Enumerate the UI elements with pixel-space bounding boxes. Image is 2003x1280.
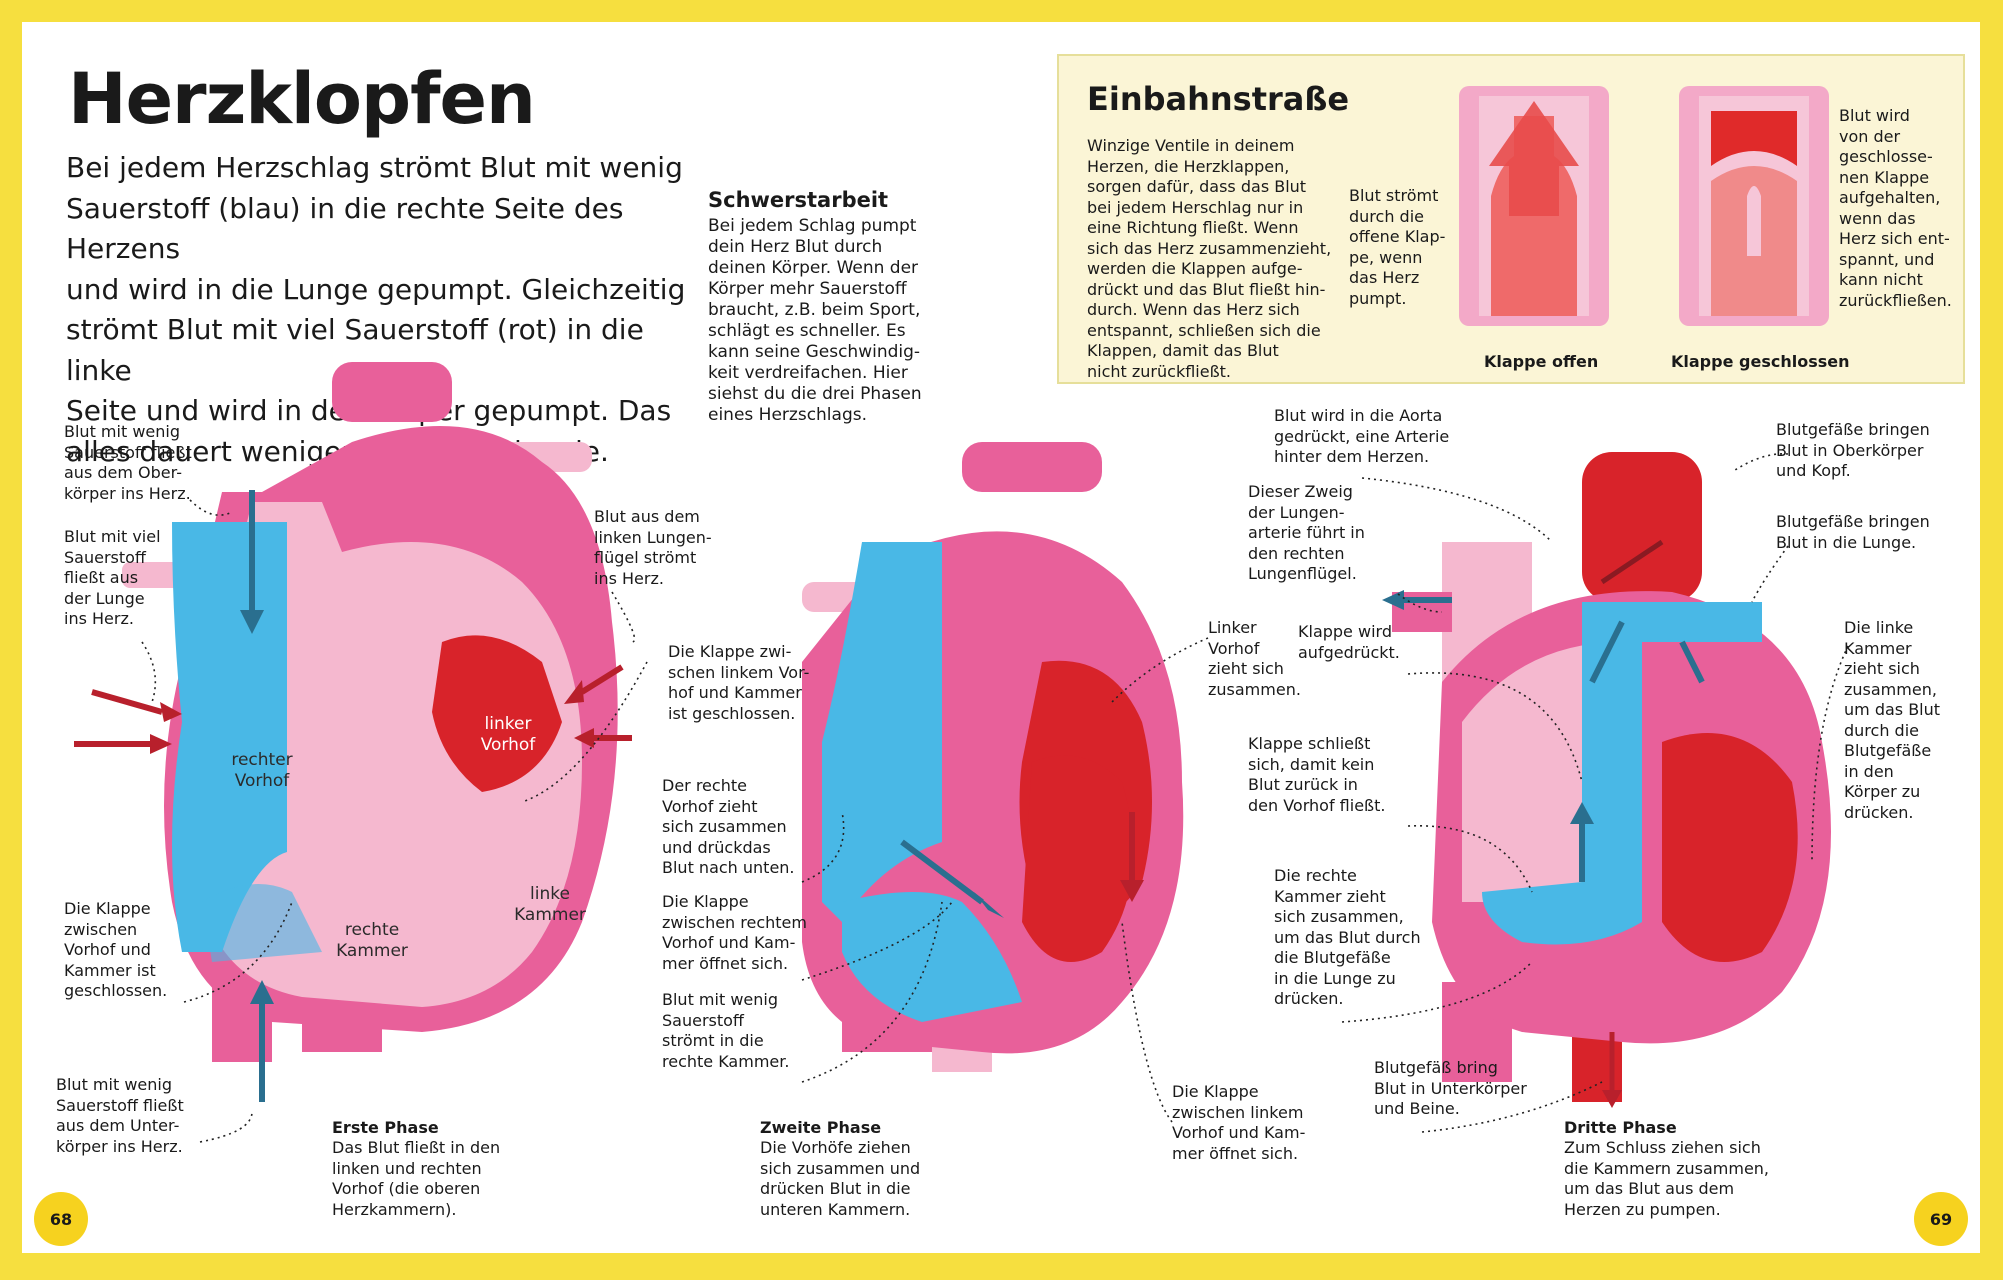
p3-label-linke-kammer: Die linke Kammer zieht sich zusammen, um… (1844, 618, 1941, 822)
p1-label-lunge: Blut mit viel Sauerstoff fließt aus der … (64, 527, 161, 628)
page-title: Herzklopfen (68, 58, 536, 140)
label-rechter-vorhof: rechter Vorhof (231, 750, 293, 791)
valve-open-caption: Klappe offen (1484, 352, 1599, 371)
p1-label-unterkoerper: Blut mit wenig Sauerstoff fließt aus dem… (56, 1075, 184, 1156)
schwerstarbeit-heading: Schwerstarbeit (708, 188, 889, 212)
valve-closed-label: Blut wird von der geschlosse- nen Klappe… (1839, 106, 1952, 310)
valve-closed-caption: Klappe geschlossen (1671, 352, 1850, 371)
p3-label-rechte-kammer: Die rechte Kammer zieht sich zusammen, u… (1274, 866, 1421, 1008)
p3-label-klappe-auf: Klappe wird aufgedrückt. (1298, 622, 1400, 662)
flow-up-arrow (1489, 101, 1579, 216)
p3-label-lungenarterie: Dieser Zweig der Lungen- arterie führt i… (1248, 482, 1365, 583)
p3-label-aorta: Blut wird in die Aorta gedrückt, eine Ar… (1274, 406, 1450, 466)
einbahnstrasse-text: Winzige Ventile in deinem Herzen, die He… (1087, 136, 1332, 381)
p3-label-klappe-zu: Klappe schließt sich, damit kein Blut zu… (1248, 734, 1386, 815)
schwerstarbeit-text: Bei jedem Schlag pumpt dein Herz Blut du… (708, 216, 922, 425)
heart-phase-3 (1382, 452, 1831, 1108)
p3-label-lunge: Blutgefäße bringen Blut in die Lunge. (1776, 512, 1930, 552)
einbahnstrasse-box: Einbahnstraße Winzige Ventile in deinem … (1057, 54, 1965, 384)
p2-label-klappe-links: Die Klappe zwischen linkem Vorhof und Ka… (1172, 1082, 1306, 1163)
p2-label-linker-vorhof: Linker Vorhof zieht sich zusammen. (1208, 618, 1301, 699)
valve-illustration (1459, 86, 1829, 326)
valve-open-label: Blut strömt durch die offene Klap- pe, w… (1349, 186, 1446, 308)
p2-caption-title: Zweite Phase (760, 1118, 882, 1137)
heart-phase-2 (802, 442, 1184, 1072)
label-linker-vorhof: linker Vorhof (480, 714, 536, 755)
p1-caption-text: Das Blut fließt in den linken und rechte… (332, 1138, 501, 1219)
p2-label-klappe-rechts: Die Klappe zwischen rechtem Vorhof und K… (662, 892, 807, 973)
p1-label-klappe-links: Die Klappe zwi- schen linkem Vor- hof un… (668, 642, 810, 723)
p3-caption-text: Zum Schluss ziehen sich die Kammern zusa… (1564, 1138, 1770, 1219)
p1-label-lungenfluegel: Blut aus dem linken Lungen- flügel ström… (594, 507, 712, 588)
label-linke-kammer: linke Kammer (514, 884, 586, 925)
einbahnstrasse-heading: Einbahnstraße (1087, 80, 1350, 118)
p1-label-klappe-rechts: Die Klappe zwischen Vorhof und Kammer is… (64, 899, 168, 1000)
page-number-right: 69 (1914, 1192, 1968, 1246)
page-number-left: 68 (34, 1192, 88, 1246)
p1-caption-title: Erste Phase (332, 1118, 439, 1137)
p2-caption-text: Die Vorhöfe ziehen sich zusammen und drü… (760, 1138, 921, 1219)
p2-label-rechter-vorhof: Der rechte Vorhof zieht sich zusammen un… (662, 776, 795, 877)
p3-label-unterkoerper: Blutgefäß bring Blut in Unterkörper und … (1374, 1058, 1527, 1118)
p3-label-oberkoerper: Blutgefäße bringen Blut in Oberkörper un… (1776, 420, 1930, 480)
book-spread: Herzklopfen Bei jedem Herzschlag strömt … (22, 22, 1980, 1253)
label-rechte-kammer: rechte Kammer (336, 920, 408, 961)
p3-caption-title: Dritte Phase (1564, 1118, 1677, 1137)
p1-label-oberkoerper: Blut mit wenig Sauerstoff fließt aus dem… (64, 422, 192, 503)
p2-label-rechte-kammer: Blut mit wenig Sauerstoff strömt in die … (662, 990, 790, 1071)
